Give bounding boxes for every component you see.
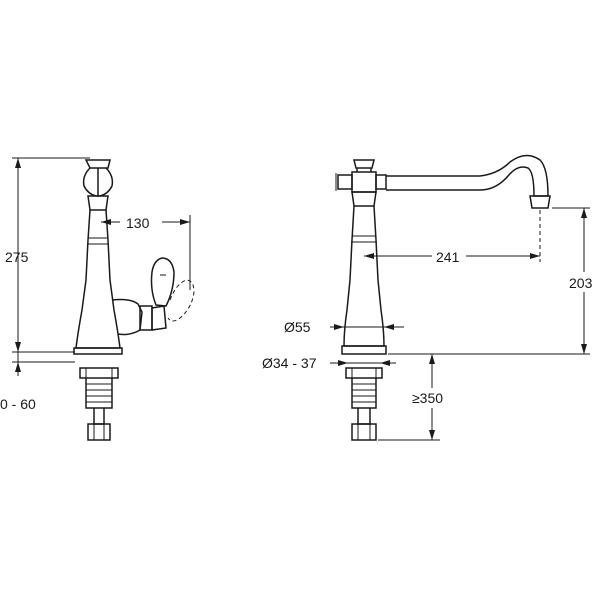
arrow-203-top (581, 208, 587, 218)
arrow-130-left (101, 219, 111, 225)
arrow-up (15, 158, 21, 168)
lever-hub (151, 305, 167, 331)
dim-label-130: 130 (126, 215, 150, 231)
arrow-55-right (384, 324, 394, 330)
arrow-34-right (380, 360, 390, 366)
arrow-34-left (338, 360, 348, 366)
dim-label-55: Ø55 (284, 319, 311, 335)
base-plate (73, 347, 123, 355)
spout-aerator (529, 195, 551, 209)
column-front (343, 205, 385, 347)
lever-rotated-outline (167, 279, 195, 322)
arrow-down (15, 342, 21, 352)
dim-label-241: 241 (436, 249, 460, 265)
lock-nut-front (345, 367, 383, 379)
spout (386, 154, 549, 197)
lock-nut (79, 367, 119, 379)
dim-label-350: ≥350 (412, 390, 443, 406)
label-bg-241 (432, 246, 466, 266)
arrow-350-top (429, 354, 435, 364)
cross-top-cap (353, 159, 375, 169)
label-bg-350 (410, 388, 452, 408)
pipe-stub (93, 408, 105, 425)
neck-collar-front (351, 191, 377, 207)
label-bg-203 (566, 272, 600, 292)
neck-collar (87, 195, 109, 211)
side-view: 275 0 - 60 130 (0, 157, 195, 441)
cross-arm-left (337, 174, 353, 190)
dim-label-deck: 0 - 60 (0, 396, 36, 412)
column (75, 209, 121, 349)
cross-arm-right (375, 174, 387, 190)
arrow-350-bottom (429, 430, 435, 440)
base-front (341, 345, 387, 355)
cross-hub (351, 171, 377, 193)
dim-label-203: 203 (569, 275, 593, 291)
arrow-203-bottom (581, 344, 587, 354)
arrow-55-left (334, 324, 344, 330)
front-view: 203 241 Ø55 Ø34 - 37 (262, 154, 600, 441)
pipe-stub-front (357, 408, 371, 425)
arrow-deck (15, 362, 21, 372)
dim-label-275: 275 (5, 249, 29, 265)
hose-fitting (87, 423, 111, 441)
arrow-241-right (530, 253, 540, 259)
hose-fitting-front (351, 423, 377, 441)
dim-label-34: Ø34 - 37 (262, 355, 317, 371)
arrow-241-left (364, 253, 374, 259)
threaded-shank-front (351, 378, 377, 409)
arrow-130-right (180, 219, 190, 225)
top-cap (84, 159, 111, 169)
lever-handle (150, 257, 175, 307)
label-bg-130 (120, 212, 162, 230)
threaded-shank (85, 378, 113, 409)
valve-body (111, 298, 143, 336)
